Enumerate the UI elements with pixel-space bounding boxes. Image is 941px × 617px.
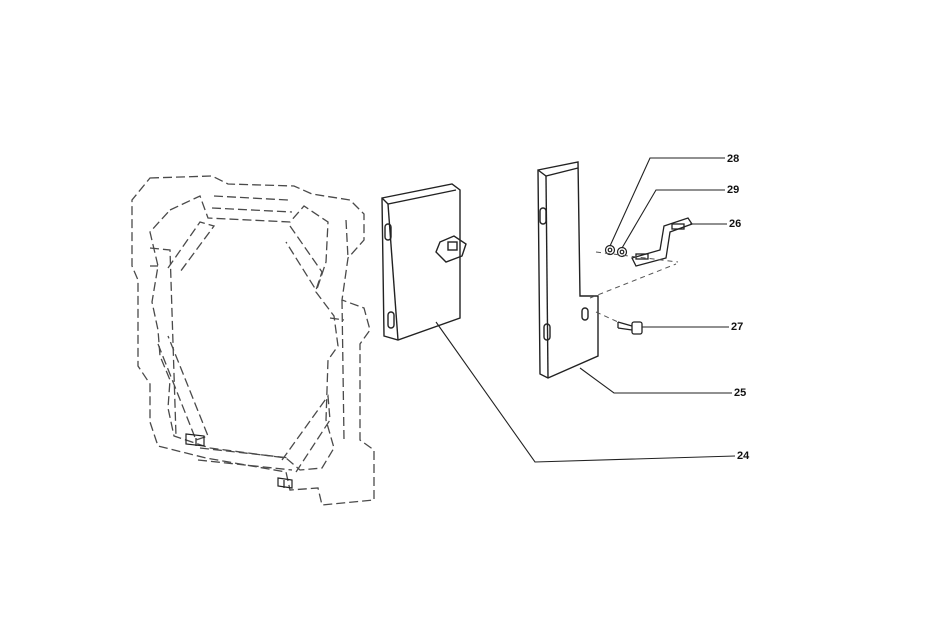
shroud-panel-part-25 (537, 161, 599, 379)
bolt-part-27 (617, 321, 643, 335)
shroud-panel-part-24 (381, 183, 467, 341)
bracket-part-26 (631, 217, 693, 267)
callout-29: 29 (727, 184, 740, 196)
frame-bottom-clip (185, 433, 293, 489)
callout-26: 26 (729, 218, 742, 230)
radiator-frame-outline (131, 175, 375, 506)
callout-24: 24 (737, 450, 750, 462)
callout-25: 25 (734, 387, 747, 399)
assembly-lines (589, 251, 679, 323)
callout-28: 28 (727, 153, 740, 165)
leader-lines (435, 157, 736, 463)
callout-27: 27 (731, 321, 744, 333)
